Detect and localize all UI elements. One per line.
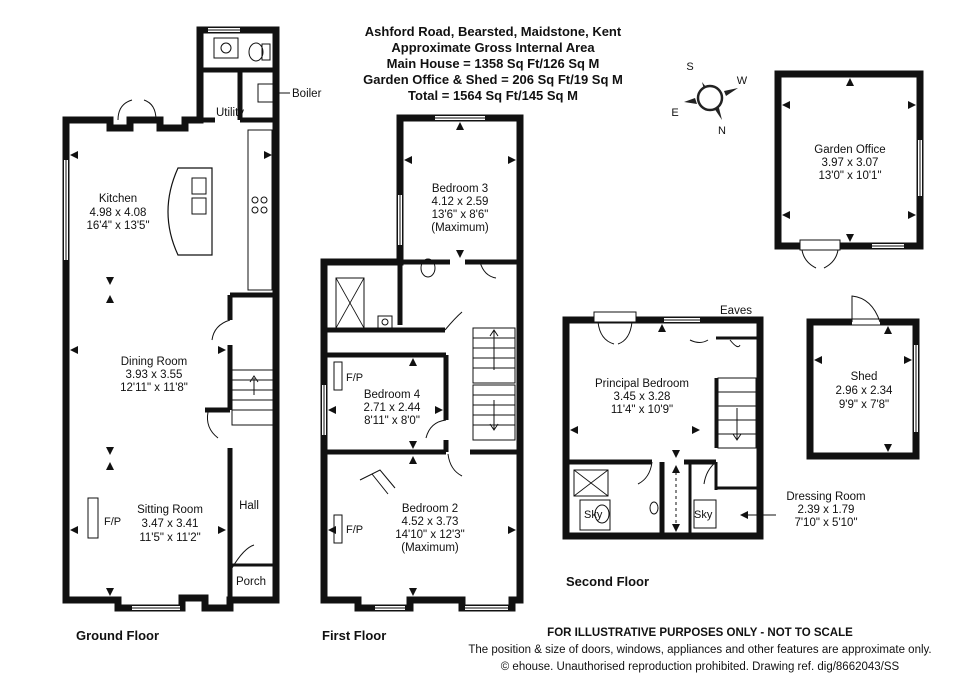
shed-metric: 2.96 x 2.34	[836, 385, 894, 397]
header-address: Ashford Road, Bearsted, Maidstone, Kent	[365, 24, 622, 39]
dining-name: Dining Room	[121, 356, 187, 368]
principal-name: Principal Bedroom	[595, 378, 689, 390]
bedroom4-imperial: 8'11" x 8'0"	[364, 415, 420, 427]
bedroom4-name: Bedroom 4	[364, 389, 421, 401]
bedroom3-note: (Maximum)	[431, 222, 489, 234]
header-main-house: Main House = 1358 Sq Ft/126 Sq M	[387, 56, 600, 71]
utility-label: Utility	[216, 107, 244, 119]
compass-s: S	[686, 61, 693, 73]
shed-plan: Shed 2.96 x 2.34 9'9" x 7'8"	[806, 295, 920, 460]
first-outer-wall	[320, 114, 524, 612]
first-floor-label: First Floor	[322, 628, 386, 643]
bedroom4-metric: 2.71 x 2.44	[364, 402, 422, 414]
first-fp-label-1: F/P	[346, 372, 363, 384]
bedroom3-metric: 4.12 x 2.59	[432, 196, 489, 208]
disclaimer: FOR ILLUSTRATIVE PURPOSES ONLY - NOT TO …	[468, 627, 931, 673]
bedroom3-name: Bedroom 3	[432, 183, 488, 195]
first-floor-plan: F/P F/P Bedroom 3 4.12 x 2.59 13'6" x 8'…	[320, 114, 524, 643]
kitchen-imperial: 16'4" x 13'5"	[86, 220, 149, 232]
principal-metric: 3.45 x 3.28	[614, 391, 671, 403]
principal-imperial: 11'4" x 10'9"	[611, 404, 673, 416]
shed-imperial: 9'9" x 7'8"	[839, 399, 889, 411]
ground-floor-plan: F/P Kitchen 4.98 x 4.08 16'4" x 13'5" Di…	[62, 26, 322, 643]
sitting-name: Sitting Room	[137, 504, 203, 516]
boiler-label: Boiler	[292, 88, 322, 100]
compass-icon: S W E N	[671, 61, 747, 137]
compass-n: N	[718, 125, 726, 137]
dressing-name: Dressing Room	[786, 491, 865, 503]
disclaimer-body: The position & size of doors, windows, a…	[468, 644, 931, 656]
bedroom2-metric: 4.52 x 3.73	[402, 516, 459, 528]
bedroom2-note: (Maximum)	[401, 542, 459, 554]
dining-metric: 3.93 x 3.55	[126, 369, 183, 381]
sitting-metric: 3.47 x 3.41	[142, 518, 199, 530]
garden-office-wall	[774, 70, 924, 250]
sky-label-2: Sky	[694, 509, 713, 521]
dressing-metric: 2.39 x 1.79	[798, 504, 855, 516]
garden-office-plan: Garden Office 3.97 x 3.07 13'0" x 10'1"	[774, 70, 924, 269]
garden-office-metric: 3.97 x 3.07	[822, 157, 879, 169]
dining-imperial: 12'11" x 11'8"	[120, 382, 188, 394]
header-area-title: Approximate Gross Internal Area	[391, 40, 595, 55]
ground-fp-label: F/P	[104, 516, 121, 528]
shed-name: Shed	[851, 371, 878, 383]
dressing-imperial: 7'10" x 5'10"	[794, 517, 857, 529]
sitting-imperial: 11'5" x 11'2"	[139, 532, 200, 544]
header-garden-office: Garden Office & Shed = 206 Sq Ft/19 Sq M	[363, 72, 623, 87]
shed-wall	[806, 318, 920, 460]
hall-label: Hall	[239, 500, 259, 512]
kitchen-metric: 4.98 x 4.08	[90, 207, 147, 219]
compass-e: E	[671, 107, 678, 119]
first-fp-label-2: F/P	[346, 524, 363, 536]
garden-office-imperial: 13'0" x 10'1"	[818, 170, 881, 182]
header-total: Total = 1564 Sq Ft/145 Sq M	[408, 88, 578, 103]
eaves-label: Eaves	[720, 305, 752, 317]
ground-floor-label: Ground Floor	[76, 628, 159, 643]
bedroom2-name: Bedroom 2	[402, 503, 458, 515]
kitchen-name: Kitchen	[99, 193, 137, 205]
porch-label: Porch	[236, 576, 266, 588]
bedroom3-imperial: 13'6" x 8'6"	[432, 209, 489, 221]
disclaimer-title: FOR ILLUSTRATIVE PURPOSES ONLY - NOT TO …	[547, 627, 853, 639]
compass-w: W	[737, 75, 748, 87]
garden-office-name: Garden Office	[814, 144, 885, 156]
sky-label-1: Sky	[584, 509, 603, 521]
second-floor-label: Second Floor	[566, 574, 649, 589]
plan-header: Ashford Road, Bearsted, Maidstone, Kent …	[363, 24, 623, 103]
second-floor-plan: Eaves Sky Sky	[562, 305, 866, 589]
bedroom2-imperial: 14'10" x 12'3"	[395, 529, 464, 541]
disclaimer-copyright: © ehouse. Unauthorised reproduction proh…	[501, 661, 900, 673]
